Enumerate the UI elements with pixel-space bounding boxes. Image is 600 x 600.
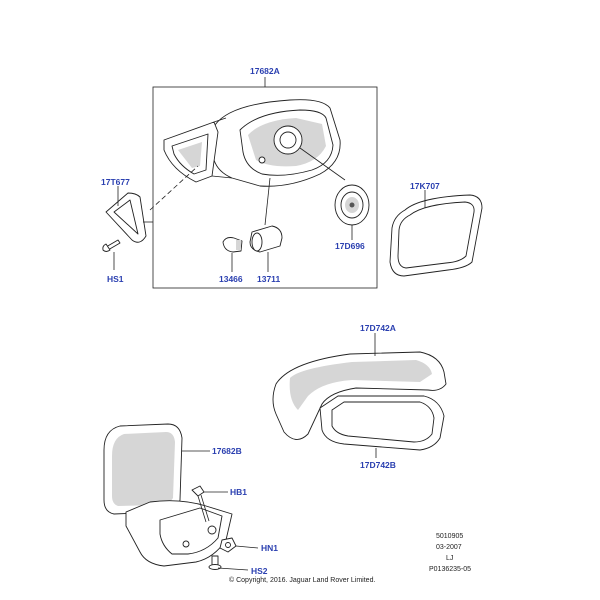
- callout-hb1[interactable]: HB1: [230, 487, 248, 497]
- callout-17k707[interactable]: 17K707: [410, 181, 440, 191]
- bulb-drawing: [222, 237, 243, 272]
- screw-hs2-drawing: [208, 555, 249, 571]
- cover-inner-drawing: [319, 395, 445, 458]
- bracket-drawing: [105, 186, 153, 243]
- cover-outer-drawing: [272, 333, 447, 440]
- callout-hs1[interactable]: HS1: [107, 274, 124, 284]
- nut-hn1-drawing: [219, 537, 259, 553]
- lamp-socket-drawing: [249, 225, 283, 272]
- drawing-date: 03-2007: [436, 544, 462, 551]
- motor-drawing: [334, 184, 370, 240]
- callout-hs2[interactable]: HS2: [251, 566, 268, 576]
- drawing-reference: P0136235-05: [429, 566, 472, 573]
- callout-17682b[interactable]: 17682B: [212, 446, 242, 456]
- bolt-hb1-drawing: [191, 485, 228, 523]
- callout-hn1[interactable]: HN1: [261, 543, 279, 553]
- copyright-notice: © Copyright, 2016. Jaguar Land Rover Lim…: [229, 577, 376, 584]
- mirror-housing-drawing: [149, 99, 346, 226]
- base-drawing: [103, 423, 233, 567]
- callout-17682a[interactable]: 17682A: [250, 66, 280, 76]
- drawing-initials: LJ: [446, 555, 454, 562]
- callout-17t677[interactable]: 17T677: [101, 177, 130, 187]
- callout-13711[interactable]: 13711: [257, 274, 281, 284]
- callout-17d742a[interactable]: 17D742A: [360, 323, 396, 333]
- callout-13466[interactable]: 13466: [219, 274, 243, 284]
- screw-hs1-drawing: [102, 239, 121, 270]
- mirror-glass-drawing: [389, 190, 483, 277]
- callout-17d742b[interactable]: 17D742B: [360, 460, 396, 470]
- callout-17d696[interactable]: 17D696: [335, 241, 365, 251]
- drawing-code: 5010905: [436, 533, 464, 540]
